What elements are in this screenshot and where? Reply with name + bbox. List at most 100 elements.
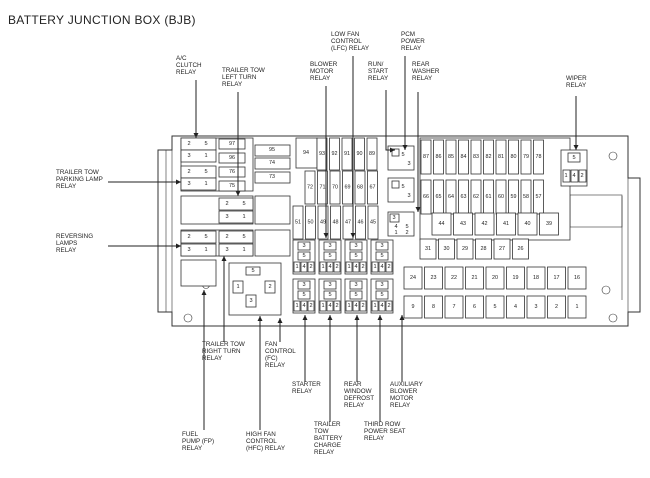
fuse-86 bbox=[433, 139, 444, 175]
pin-label: 3 bbox=[354, 243, 357, 249]
pin-label: 2 bbox=[580, 173, 583, 179]
label-line: (HFC) RELAY bbox=[246, 445, 286, 452]
fuse-label: 20 bbox=[492, 275, 498, 281]
callout-arrowhead bbox=[327, 315, 333, 320]
relay-pin bbox=[319, 300, 327, 312]
fuse-label: 68 bbox=[357, 185, 363, 191]
fuse-label: 97 bbox=[229, 141, 235, 147]
pin-label: 5 bbox=[572, 155, 575, 161]
fuse-27 bbox=[493, 238, 511, 260]
label-line: CLUTCH bbox=[176, 62, 202, 69]
pin-label: 2 bbox=[335, 303, 338, 309]
fuse-label: 87 bbox=[423, 154, 429, 160]
fuse-label: 80 bbox=[511, 154, 517, 160]
relay-pin-row bbox=[218, 210, 254, 224]
pin-label: 1 bbox=[295, 303, 298, 309]
fuse-30 bbox=[438, 238, 455, 260]
pin-label: 2 bbox=[268, 284, 271, 290]
relay-pin bbox=[307, 261, 315, 273]
label-line: MOTOR bbox=[390, 395, 414, 402]
fuse-23 bbox=[424, 266, 443, 290]
relay-pin bbox=[293, 300, 301, 312]
label-line: BLOWER bbox=[310, 61, 338, 68]
relay-pin bbox=[345, 261, 353, 273]
pin-label: 3 bbox=[302, 243, 305, 249]
fuse-28 bbox=[475, 238, 492, 260]
relay-pin bbox=[349, 241, 363, 251]
relay-pin bbox=[323, 280, 337, 290]
pin-label: 4 bbox=[380, 264, 383, 270]
fuse-label: 89 bbox=[369, 151, 375, 157]
fuse-label: 2 bbox=[555, 304, 558, 310]
relay-pin-row bbox=[180, 243, 217, 257]
fuse-label: 40 bbox=[525, 221, 531, 227]
pin-label: 3 bbox=[380, 243, 383, 249]
fuse-83 bbox=[470, 139, 482, 175]
relay-pin-row bbox=[180, 137, 217, 151]
label-line: CHARGE bbox=[314, 442, 341, 449]
fuse-label: 31 bbox=[425, 246, 431, 252]
fuse-7 bbox=[444, 295, 464, 319]
relay-pin bbox=[326, 261, 334, 273]
fuse-label: 70 bbox=[332, 185, 338, 191]
fuse-6 bbox=[465, 295, 484, 319]
relay-pin bbox=[389, 213, 400, 223]
fuse-label: 51 bbox=[295, 220, 301, 226]
relay-pin bbox=[297, 290, 311, 300]
fuse-79 bbox=[520, 139, 532, 175]
fuse-78 bbox=[533, 139, 544, 175]
relay-pin bbox=[349, 290, 363, 300]
pin-label: 3 bbox=[380, 282, 383, 288]
relay-pin bbox=[567, 152, 581, 163]
label-line: TRAILER TOW bbox=[222, 67, 265, 74]
fuse-label: 43 bbox=[460, 221, 466, 227]
fuse-label: 71 bbox=[320, 185, 326, 191]
fuse-label: 76 bbox=[229, 169, 235, 175]
fuse-label: 78 bbox=[536, 154, 542, 160]
ac-clutch-relay: 2 5 3 1 bbox=[180, 137, 217, 163]
pin-label: 2 bbox=[361, 264, 364, 270]
relay-pin bbox=[375, 241, 389, 251]
relay-pin bbox=[300, 261, 308, 273]
pin-label: 2 bbox=[361, 303, 364, 309]
relay-pin bbox=[245, 266, 261, 276]
relay-pin bbox=[570, 169, 579, 183]
fuse-label: 41 bbox=[503, 221, 509, 227]
pin-label: 3 bbox=[354, 282, 357, 288]
pin-label: 3 bbox=[225, 247, 228, 253]
label-line: REAR bbox=[344, 381, 362, 388]
pin-label: 5 bbox=[328, 292, 331, 298]
fuse-label: 23 bbox=[431, 275, 437, 281]
fuse-label: 79 bbox=[523, 154, 529, 160]
fuse-label: 81 bbox=[498, 154, 504, 160]
fuse-80 bbox=[508, 139, 519, 175]
fuse-label: 46 bbox=[358, 220, 364, 226]
callout-arrowhead bbox=[402, 145, 408, 150]
wiper-relay: 5 1 4 2 bbox=[560, 149, 588, 187]
fuse-label: 45 bbox=[370, 220, 376, 226]
pin-label: 1 bbox=[394, 230, 397, 236]
relay-pin bbox=[378, 261, 386, 273]
pin-label: 3 bbox=[302, 282, 305, 288]
mount-hole-left bbox=[183, 313, 193, 323]
relay-pin bbox=[352, 300, 360, 312]
pin-label: 5 bbox=[251, 268, 254, 274]
relay-pin bbox=[264, 280, 276, 294]
relay-pin-row bbox=[218, 197, 254, 211]
pin-label: 3 bbox=[225, 214, 228, 220]
relay-side-box bbox=[254, 195, 291, 225]
pin-label: 5 bbox=[380, 292, 383, 298]
run-start-relay: 5 3 bbox=[387, 145, 415, 171]
pin-label: 5 bbox=[401, 152, 404, 158]
label-line: POWER SEAT bbox=[364, 428, 406, 435]
relay-pin bbox=[391, 148, 400, 157]
